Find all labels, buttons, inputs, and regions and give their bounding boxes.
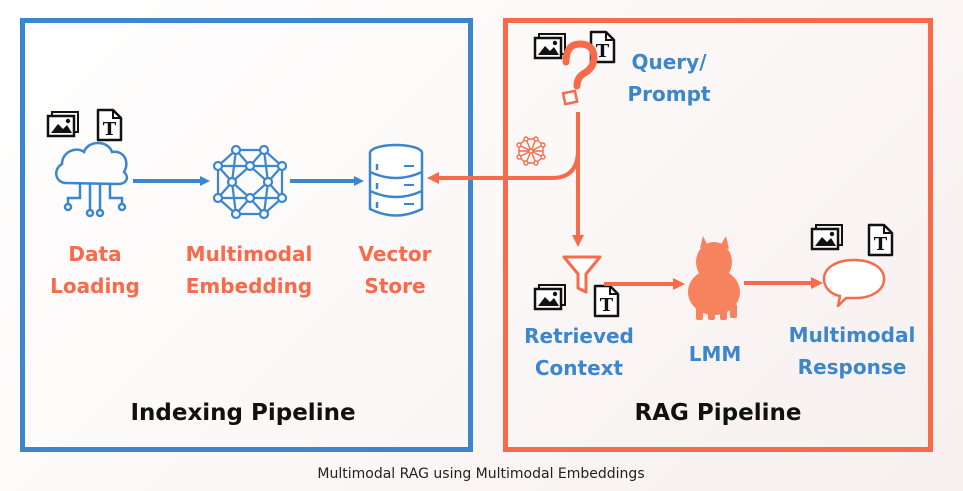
image-icon [533,283,567,311]
llama-icon [688,236,740,320]
image-icon [46,110,80,138]
text-doc-icon [96,108,123,142]
image-icon [533,32,567,60]
cloud-data-icon [54,141,129,218]
speech-bubble-icon [822,258,886,308]
figure-caption: Multimodal RAG using Multimodal Embeddin… [317,466,645,482]
image-icon [810,223,844,251]
database-icon [368,143,424,217]
network-embedding-icon [516,136,546,166]
lmm-label: LMM [688,342,742,366]
network-embedding-icon [212,144,288,220]
rag-pipeline-title: RAG Pipeline [634,400,802,426]
rag-pipeline-panel [503,18,933,452]
text-doc-icon [593,284,620,318]
query-prompt-label: Query/Prompt [627,50,711,106]
text-doc-icon [867,223,894,257]
indexing-pipeline-title: Indexing Pipeline [130,400,356,426]
arrow-query-to-store [427,112,580,184]
funnel-icon [562,255,602,294]
question-mark-icon [561,40,598,106]
indexing-pipeline-panel [20,18,473,452]
